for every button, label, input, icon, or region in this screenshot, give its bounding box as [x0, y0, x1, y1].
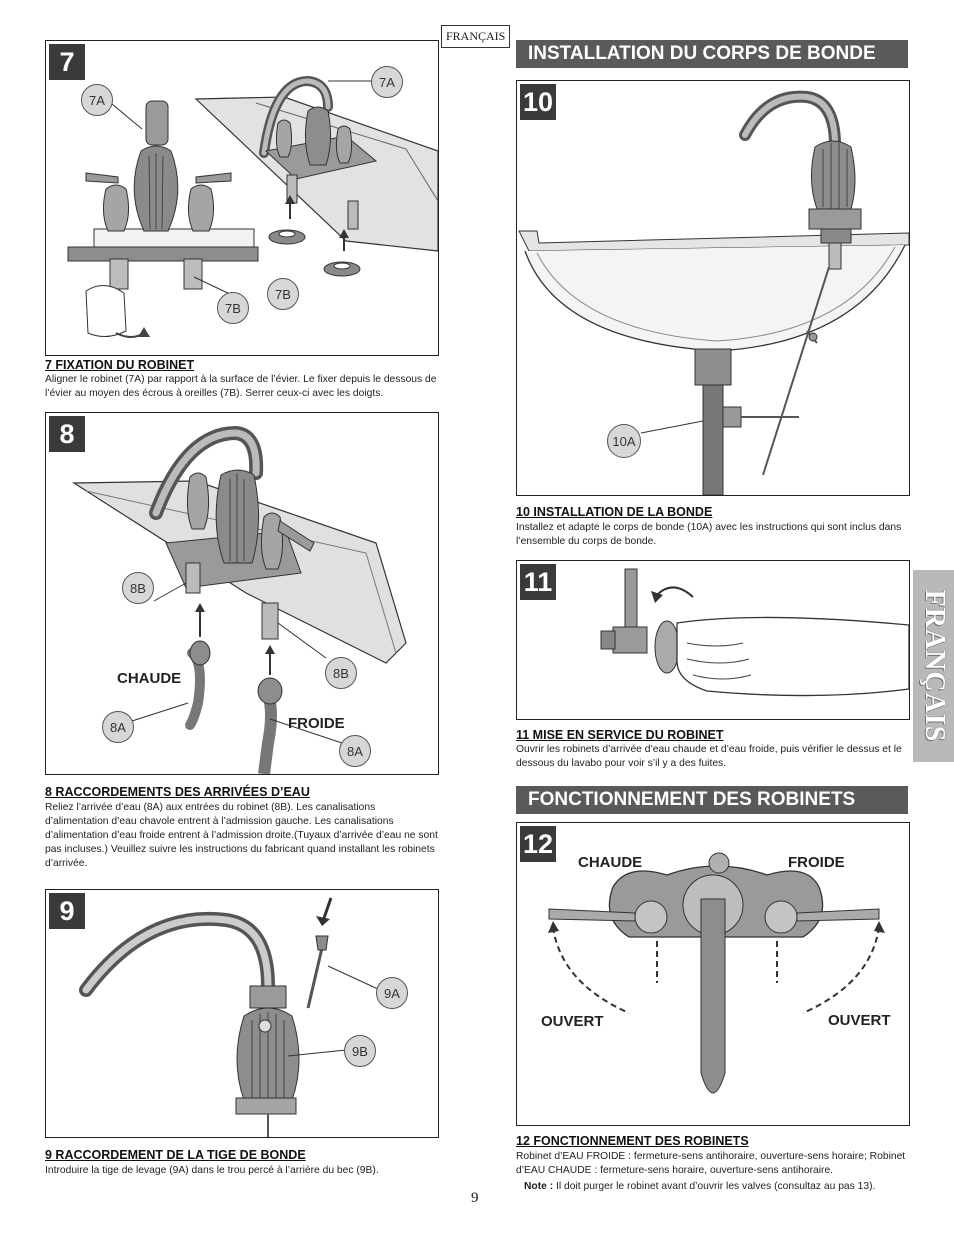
language-tag: FRANÇAIS: [441, 25, 511, 48]
open-label-left: OUVERT: [541, 1013, 604, 1030]
open-label-right: OUVERT: [828, 1012, 891, 1029]
step9-title: 9 RACCORDEMENT DE LA TIGE DE BONDE: [45, 1148, 306, 1162]
callout-7b-right: 7B: [267, 278, 299, 310]
callout-10a: 10A: [607, 424, 641, 458]
step8-body: Reliez l’arrivée d’eau (8A) aux entrées …: [45, 802, 438, 869]
hot-label: CHAUDE: [578, 854, 643, 871]
callout-8b-left: 8B: [122, 572, 154, 604]
callout-8b-right: 8B: [325, 657, 357, 689]
step12-illustration: [548, 852, 885, 1094]
section-robinets-header: FONCTIONNEMENT DES ROBINETS: [516, 786, 908, 814]
step12-panel: 12 CHAUDE FROIDE OUVERT OUVERT: [516, 822, 910, 1126]
section-bonde-header: INSTALLATION DU CORPS DE BONDE: [516, 40, 908, 68]
step7-panel: 7 7A 7A 7B 7B: [45, 40, 439, 356]
callout-9b: 9B: [344, 1035, 376, 1067]
callout-9a: 9A: [376, 977, 408, 1009]
callout-8a-right: 8A: [339, 735, 371, 767]
step8-illustration: [71, 425, 407, 774]
step12-note: Note : Il doit purger le robinet avant d…: [524, 1180, 909, 1194]
note-label: Note :: [524, 1181, 554, 1192]
step10-title: 10 INSTALLATION DE LA BONDE: [516, 505, 713, 519]
callout-8a-left: 8A: [102, 711, 134, 743]
callout-7b-left: 7B: [217, 292, 249, 324]
step10-panel: 10 10A: [516, 80, 910, 496]
step8-number: 8: [49, 416, 85, 452]
hot-label: CHAUDE: [117, 670, 182, 687]
step12-body: Robinet d’EAU FROIDE : fermeture-sens an…: [516, 1151, 906, 1176]
note-body: Il doit purger le robinet avant d’ouvrir…: [556, 1181, 876, 1192]
page-number: 9: [471, 1190, 479, 1206]
step7-title: 7 FIXATION DU ROBINET: [45, 358, 195, 372]
step9-panel: 9 9A 9B: [45, 889, 439, 1138]
step8-title: 8 RACCORDEMENTS DES ARRIVÉES D’EAU: [45, 785, 310, 799]
step8-panel: 8 8B 8B 8A 8A CHAUDE FROIDE: [45, 412, 439, 775]
side-tab-label: FRANÇAIS: [918, 589, 950, 743]
step11-number: 11: [520, 564, 556, 600]
cold-label: FROIDE: [788, 854, 845, 871]
step9-number: 9: [49, 893, 85, 929]
cold-label: FROIDE: [288, 715, 345, 732]
step12-number: 12: [520, 826, 556, 862]
step9-body: Introduire la tige de levage (9A) dans l…: [45, 1165, 379, 1176]
language-side-tab: FRANÇAIS: [913, 570, 954, 762]
step10-illustration: [518, 90, 909, 495]
step7-body: Aligner le robinet (7A) par rapport à la…: [45, 374, 437, 399]
callout-7a-right: 7A: [371, 66, 403, 98]
step10-body: Installez et adapte le corps de bonde (1…: [516, 522, 902, 547]
step10-number: 10: [520, 84, 556, 120]
step11-illustration: [600, 568, 909, 697]
step11-panel: 11: [516, 560, 910, 720]
step11-title: 11 MISE EN SERVICE DU ROBINET: [516, 728, 724, 742]
callout-7a-left: 7A: [81, 84, 113, 116]
step12-title: 12 FONCTIONNEMENT DES ROBINETS: [516, 1134, 749, 1148]
step7-illustration: [67, 75, 438, 338]
step7-number: 7: [49, 44, 85, 80]
step11-body: Ouvrir les robinets d’arrivée d’eau chau…: [516, 744, 902, 769]
step9-illustration: [79, 897, 381, 1137]
